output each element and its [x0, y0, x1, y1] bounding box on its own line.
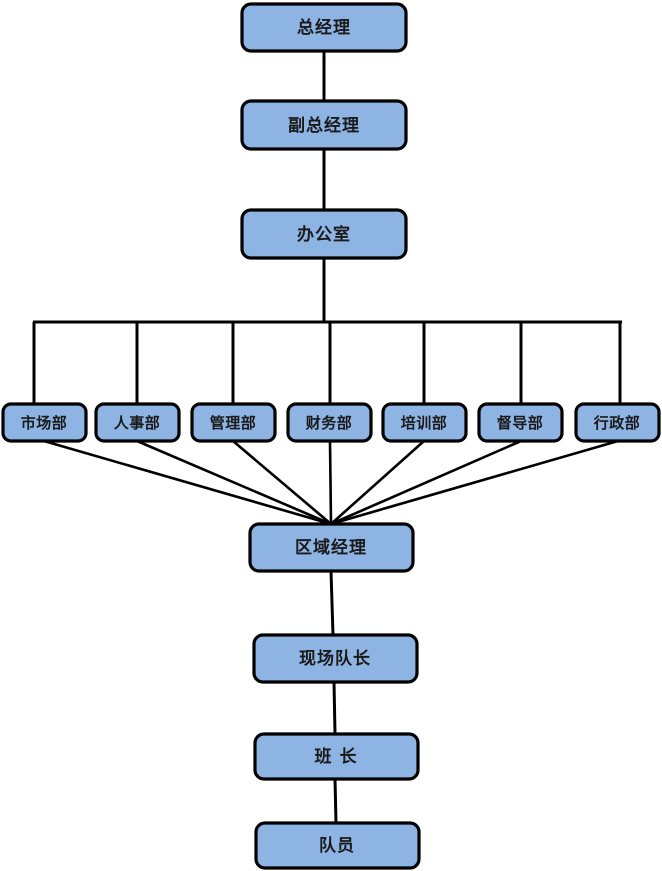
node-general-manager-label: 总经理 — [297, 17, 351, 38]
node-department-finance[interactable]: 财务部 — [286, 402, 373, 443]
connector-market-to-regional — [43, 439, 332, 526]
node-regional-manager-label: 区域经理 — [295, 537, 367, 558]
node-general-manager[interactable]: 总经理 — [240, 2, 408, 53]
node-regional-manager-box[interactable] — [248, 522, 415, 573]
node-office-label: 办公室 — [297, 224, 351, 245]
node-department-finance-label: 财务部 — [306, 414, 353, 432]
node-regional-manager[interactable]: 区域经理 — [248, 522, 415, 573]
node-team-member-label: 队员 — [319, 835, 355, 856]
node-department-management-box[interactable] — [190, 402, 277, 443]
connector-training-to-regional — [330, 440, 425, 525]
node-department-training[interactable]: 培训部 — [381, 402, 468, 443]
node-department-administration[interactable]: 行政部 — [574, 402, 661, 443]
node-deputy-general-manager-label: 副总经理 — [288, 115, 360, 136]
connector-regional-to-captain — [329, 570, 335, 636]
connector-captain-to-squadleader — [332, 681, 337, 735]
node-department-administration-label: 行政部 — [593, 414, 641, 432]
node-deputy-general-manager[interactable]: 副总经理 — [240, 99, 408, 151]
connector-supervision-to-regional — [330, 439, 522, 526]
node-department-supervision-label: 督导部 — [497, 414, 544, 432]
node-site-captain-box[interactable] — [252, 633, 419, 684]
node-deputy-general-manager-box[interactable] — [240, 99, 408, 151]
node-department-market[interactable]: 市场部 — [1, 402, 88, 443]
connector-administration-to-regional — [330, 439, 619, 526]
node-general-manager-box[interactable] — [240, 2, 408, 53]
connector-hr-to-regional — [136, 439, 332, 526]
node-department-market-box[interactable] — [1, 402, 88, 443]
node-department-administration-box[interactable] — [574, 402, 661, 443]
node-department-hr[interactable]: 人事部 — [94, 402, 181, 443]
node-department-supervision[interactable]: 督导部 — [477, 402, 564, 443]
department-row: 市场部 人事部 管理部 财务部 培训部 督导部 行政部 — [1, 402, 661, 443]
connector-squadleader-to-member — [333, 778, 338, 824]
node-site-captain-label: 现场队长 — [299, 648, 371, 669]
connector-management-to-regional — [232, 440, 332, 525]
node-office-box[interactable] — [240, 208, 408, 260]
node-squad-leader-box[interactable] — [253, 732, 420, 781]
node-department-supervision-box[interactable] — [477, 402, 564, 443]
connector-finance-to-regional — [328, 440, 333, 525]
connector-group — [32, 51, 622, 824]
node-department-training-box[interactable] — [381, 402, 468, 443]
node-department-management-label: 管理部 — [210, 414, 257, 432]
node-team-member-box[interactable] — [254, 821, 421, 870]
node-department-hr-box[interactable] — [94, 402, 181, 443]
node-squad-leader[interactable]: 班 长 — [253, 732, 420, 781]
node-team-member[interactable]: 队员 — [254, 821, 421, 870]
node-department-management[interactable]: 管理部 — [190, 402, 277, 443]
node-department-market-label: 市场部 — [21, 414, 68, 432]
node-department-hr-label: 人事部 — [114, 414, 161, 432]
node-department-training-label: 培训部 — [401, 414, 448, 432]
node-office[interactable]: 办公室 — [240, 208, 408, 260]
node-site-captain[interactable]: 现场队长 — [252, 633, 419, 684]
node-squad-leader-label: 班 长 — [315, 746, 358, 767]
node-department-finance-box[interactable] — [286, 402, 373, 443]
